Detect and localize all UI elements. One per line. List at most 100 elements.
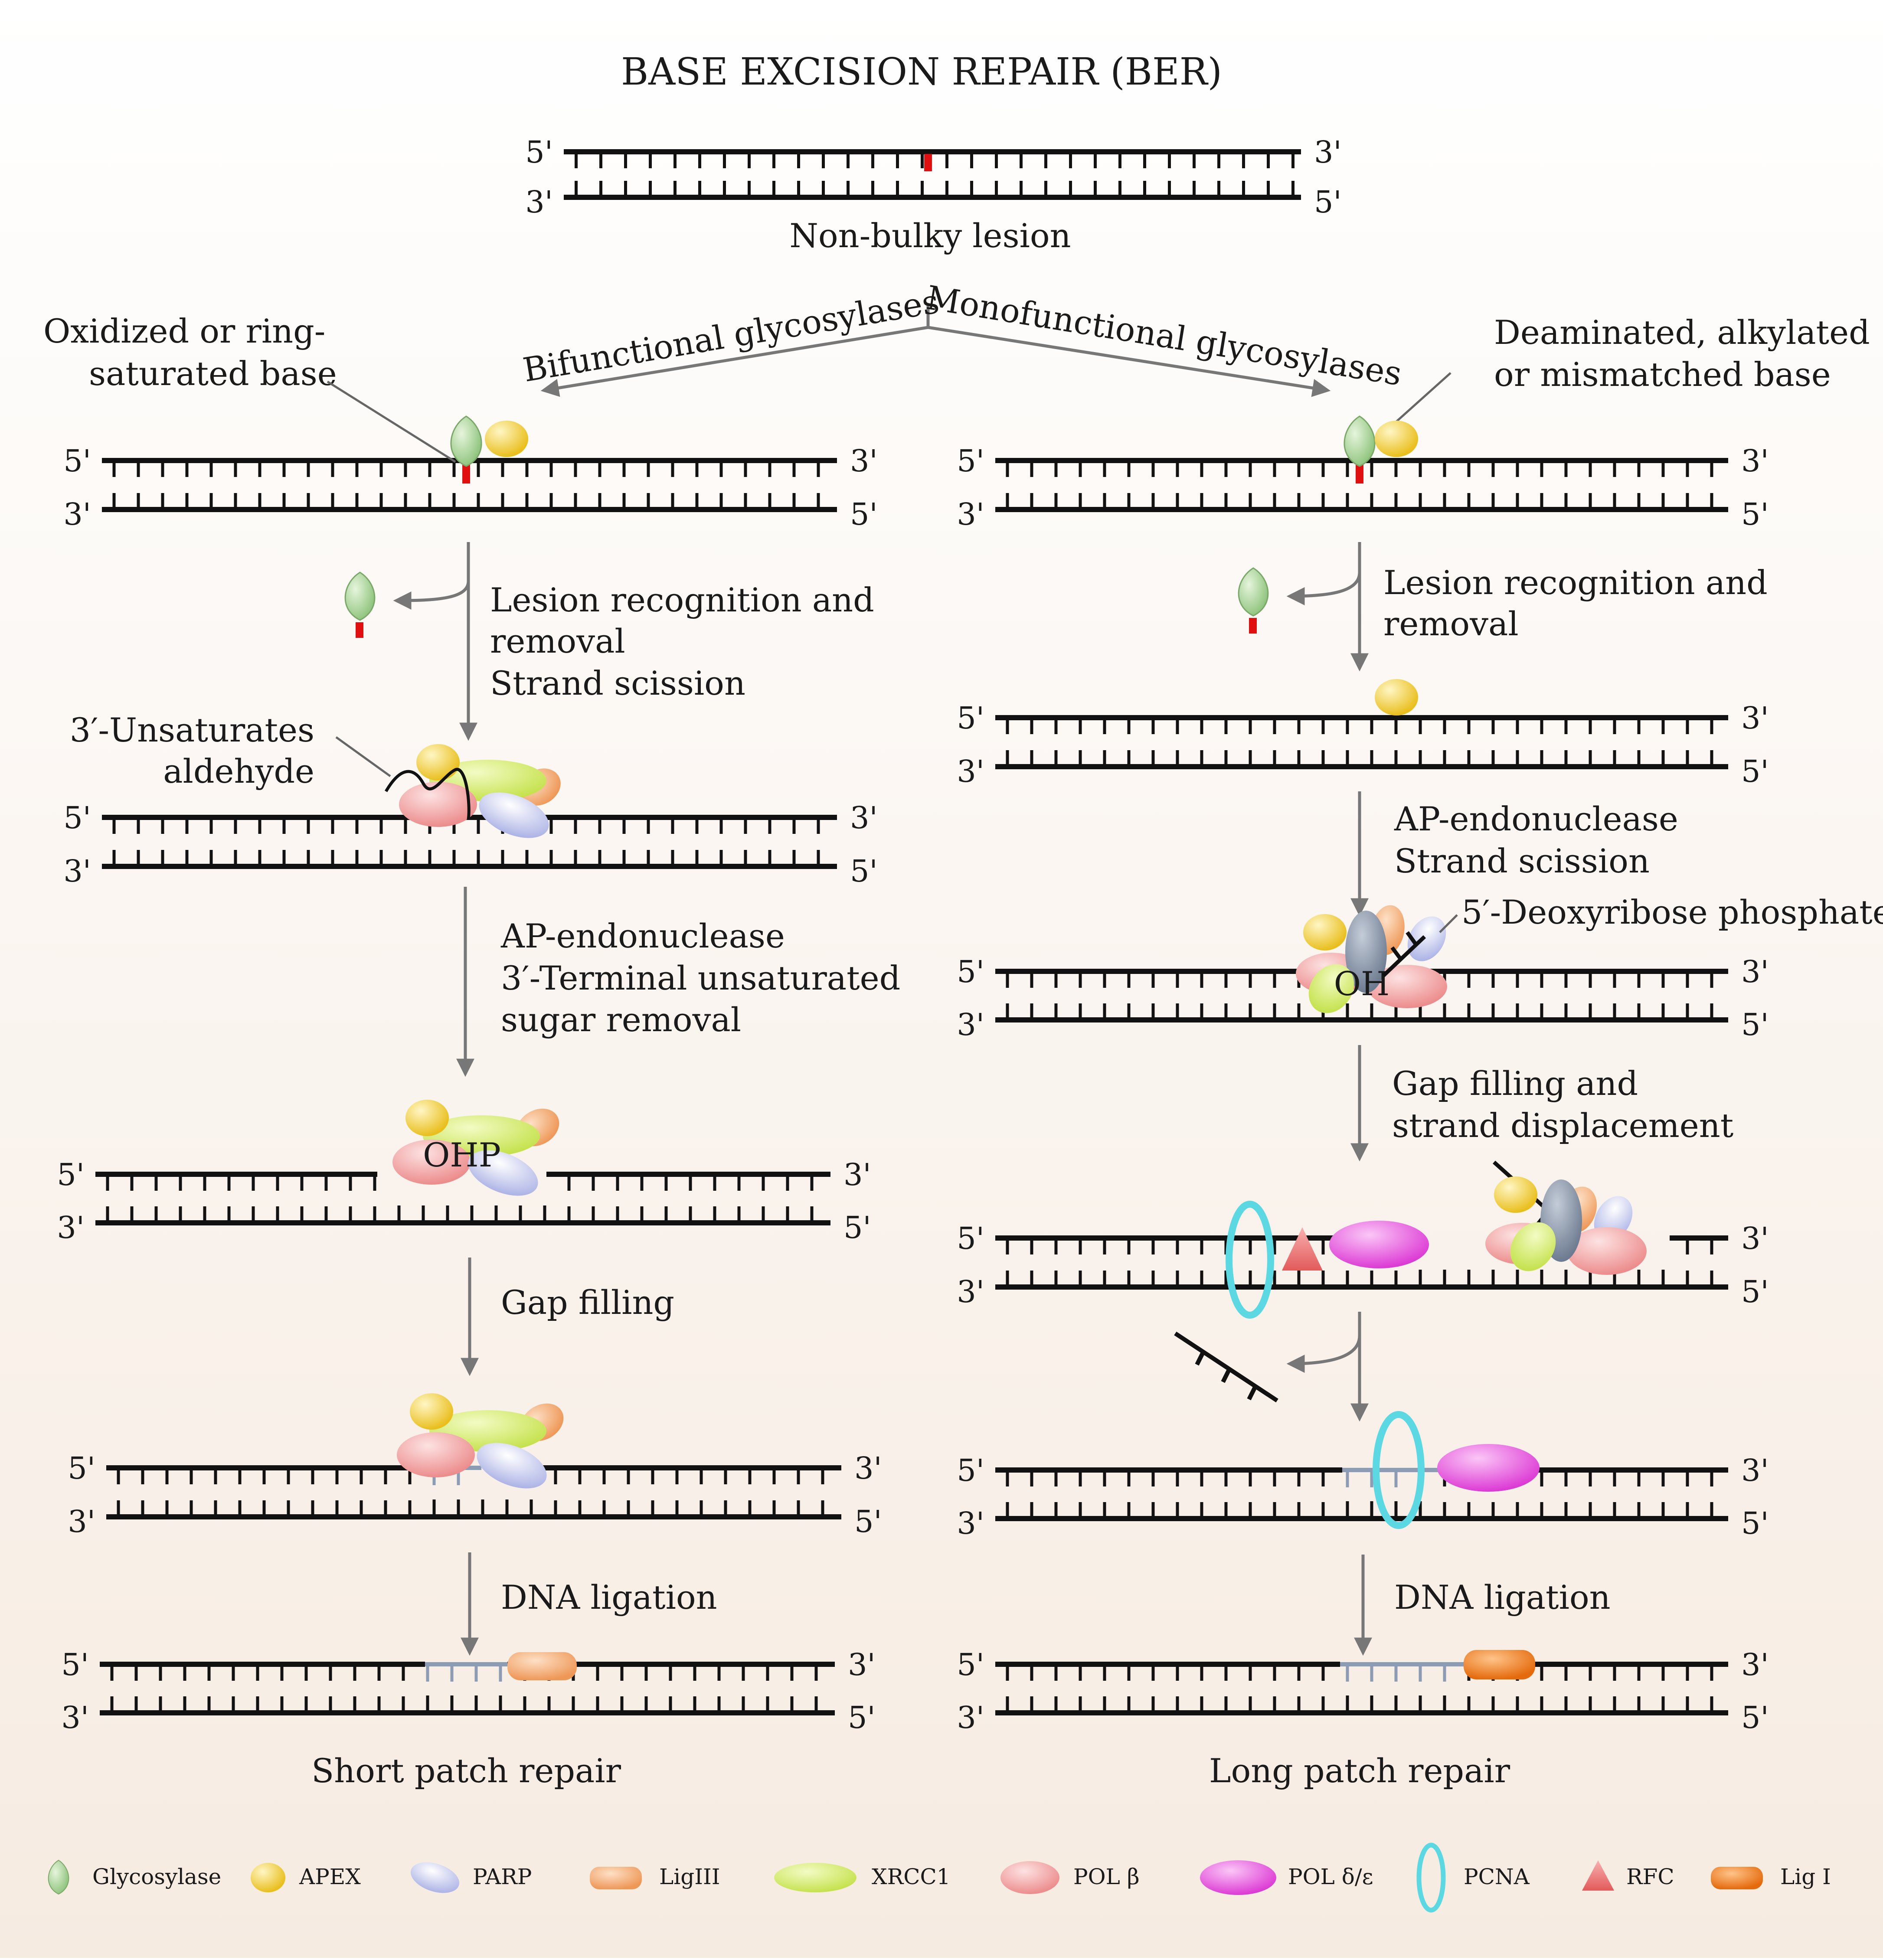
five-prime-label: 5': [957, 1453, 984, 1488]
legend-label-pol-beta: POL β: [1073, 1864, 1140, 1889]
five-prime-label: 5': [1314, 184, 1342, 220]
pcna-icon: [1416, 1842, 1446, 1913]
lig-i-icon: [1711, 1867, 1763, 1889]
five-prime-label: 5': [850, 853, 878, 889]
parp-icon: [410, 1862, 460, 1893]
pol-beta-icon: [399, 782, 477, 827]
apex-icon: [1375, 679, 1418, 715]
right-step3-line2: strand displacement: [1392, 1106, 1733, 1145]
five-prime-label: 5': [63, 443, 91, 479]
parp-icon: [479, 792, 549, 838]
pol-beta-icon: [392, 1140, 471, 1185]
five-prime-label: 5': [63, 800, 91, 836]
five-prime-label: 5': [854, 1504, 882, 1539]
legend-item-lig-i: Lig I: [1711, 1864, 1831, 1889]
right-flap-release-arrow: [1286, 1335, 1361, 1373]
dna-duplex-top: 5'3'3'5': [525, 134, 1342, 220]
left-step3: Gap filling: [501, 1283, 674, 1322]
three-prime-label: 3': [848, 1647, 876, 1682]
right-step2-line2: Strand scission: [1394, 842, 1650, 880]
apex-icon: [1494, 1176, 1537, 1213]
left-step2-line2: 3′-Terminal unsaturated: [501, 959, 900, 997]
legend-item-ligiii: LigIII: [590, 1864, 720, 1889]
legend-item-xrcc1: XRCC1: [774, 1863, 951, 1892]
legend: Glycosylase APEX PARP LigIII XRCC1 POL β…: [48, 1842, 1831, 1913]
right-annot: 5′-Deoxyribose phosphate: [1461, 893, 1883, 931]
left-step4: DNA ligation: [501, 1578, 717, 1617]
dna-duplex-left-5: 5'3'3'5': [61, 1647, 876, 1735]
right-step2-line1: AP-endonuclease: [1394, 800, 1678, 838]
apex-icon: [251, 1863, 285, 1892]
left-step2-line1: AP-endonuclease: [500, 917, 785, 955]
ligiii-icon: [507, 1652, 577, 1680]
three-prime-label: 3': [957, 1506, 984, 1541]
three-prime-label: 3': [68, 1504, 95, 1539]
apex-icon: [485, 421, 528, 457]
right-outcome: Long patch repair: [1209, 1751, 1510, 1790]
left-outcome: Short patch repair: [311, 1751, 621, 1790]
five-prime-label: 5': [843, 1210, 871, 1245]
glycosylase-icon: [48, 1859, 69, 1895]
parp-icon: [477, 1443, 547, 1489]
oh-label: OH: [1334, 964, 1390, 1003]
released-flap: [1174, 1331, 1278, 1403]
left-annot-line1: 3′-Unsaturates: [70, 711, 314, 749]
parp-icon: [1407, 916, 1446, 961]
title: BASE EXCISION REPAIR (BER): [621, 50, 1222, 94]
pol-beta-icon: [1000, 1861, 1059, 1894]
three-prime-label: 3': [63, 853, 91, 889]
five-prime-label: 5': [957, 443, 984, 479]
legend-item-glycosylase: Glycosylase: [48, 1859, 221, 1895]
left-step1-line1: Lesion recognition and: [490, 581, 874, 619]
legend-item-pol-delta-epsilon: POL δ/ε: [1200, 1860, 1373, 1895]
parp-icon: [468, 1150, 538, 1196]
three-prime-label: 3': [957, 497, 984, 532]
lesion-mark-top: [924, 154, 932, 171]
legend-item-rfc: RFC: [1582, 1860, 1674, 1891]
pol-delta-epsilon-icon: [1437, 1444, 1540, 1492]
xrcc1-icon: [1308, 964, 1354, 1013]
five-prime-label: 5': [525, 134, 553, 170]
left-gapfill-complex: [397, 1393, 564, 1489]
apex-icon: [1303, 914, 1347, 951]
five-prime-label: 5': [1741, 1007, 1769, 1042]
released-glycosylase-icon: [344, 572, 376, 621]
glycosylase-icon: [1344, 415, 1376, 467]
legend-item-parp: PARP: [410, 1862, 532, 1893]
three-prime-label: 3': [61, 1700, 89, 1735]
dna-duplex-right-5: 5' 3' 3' 5': [957, 1453, 1769, 1541]
three-prime-label: 3': [1741, 1221, 1769, 1256]
legend-label-rfc: RFC: [1626, 1864, 1674, 1889]
legend-label-pol-delta-epsilon: POL δ/ε: [1288, 1864, 1373, 1889]
legend-item-pcna: PCNA: [1416, 1842, 1530, 1913]
three-prime-label: 3': [63, 497, 91, 532]
left-step1-line3: Strand scission: [490, 664, 745, 702]
right-annot-pointer: [1439, 914, 1458, 933]
lig-i-icon: [1464, 1650, 1535, 1679]
pcna-icon: [1226, 1201, 1274, 1319]
three-prime-label: 3': [1741, 1453, 1769, 1488]
three-prime-label: 3': [843, 1157, 871, 1192]
branch-arrow-right: [928, 326, 1331, 397]
three-prime-label: 3': [1741, 954, 1769, 990]
five-prime-label: 5': [1741, 754, 1769, 789]
three-prime-label: 3': [957, 1274, 984, 1310]
xrcc1-icon: [774, 1863, 857, 1892]
pol-beta-icon: [397, 1432, 475, 1477]
right-step1-line1: Lesion recognition and: [1383, 563, 1768, 602]
three-prime-label: 3': [1741, 1647, 1769, 1682]
apex-icon: [416, 744, 460, 781]
five-prime-label: 5': [57, 1157, 85, 1192]
legend-label-apex: APEX: [299, 1864, 361, 1889]
dna-duplex-left-1: 5'3'3'5': [63, 443, 878, 532]
branch-arrow-left: [540, 326, 928, 397]
three-prime-label: 3': [1314, 134, 1342, 170]
left-aldehyde-complex: [384, 744, 561, 838]
three-prime-label: 3': [850, 443, 878, 479]
released-glycosylase-icon: [1238, 567, 1269, 617]
five-prime-label: 5': [1741, 1506, 1769, 1541]
dna-duplex-right-2: 5'3'3'5': [957, 700, 1769, 789]
